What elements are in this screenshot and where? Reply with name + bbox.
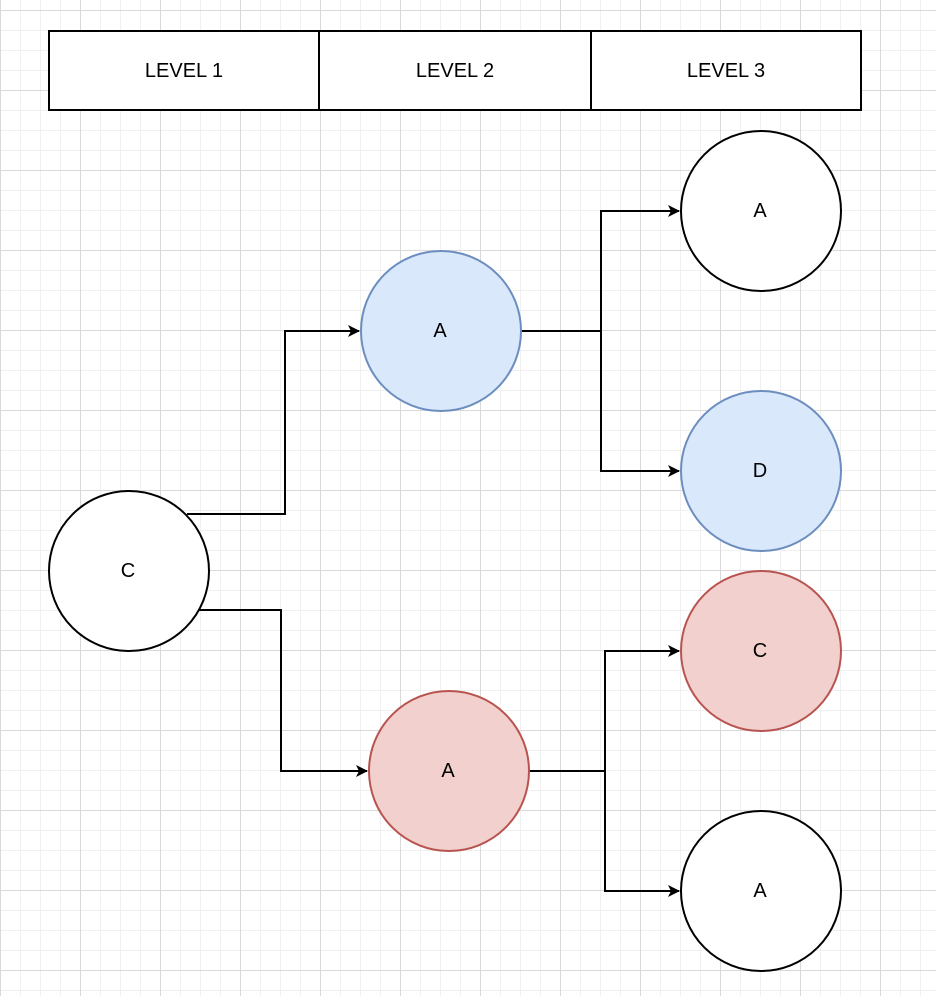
- node-l3-3-label: C: [753, 640, 767, 662]
- node-l3-4-outline: [680, 810, 842, 972]
- node-l3-2-outline: [680, 390, 842, 552]
- level-2-cell: [318, 30, 592, 111]
- level-1-cell: [48, 30, 320, 111]
- node-l3-4[interactable]: A: [680, 810, 842, 972]
- edge-root-to-l2-bottom: [199, 609, 368, 777]
- node-l3-4-label: A: [753, 880, 767, 902]
- node-l2-bottom[interactable]: A: [368, 690, 530, 852]
- node-l3-4-circle: [681, 811, 841, 971]
- level-2-label: LEVEL 2: [416, 60, 494, 82]
- edge-l2-bottom-to-l3-3: [529, 645, 680, 772]
- level-3-cell: [590, 30, 862, 111]
- node-root-outline: [48, 490, 210, 652]
- node-l2-bottom-circle: [369, 691, 529, 851]
- node-root[interactable]: C: [48, 490, 210, 652]
- node-l3-1-label: A: [753, 200, 767, 222]
- node-l3-3-outline: [680, 570, 842, 732]
- node-l2-top-circle: [361, 251, 521, 411]
- level-1-label: LEVEL 1: [145, 60, 223, 82]
- node-l3-1[interactable]: A: [680, 130, 842, 292]
- node-l3-2[interactable]: D: [680, 390, 842, 552]
- node-l3-1-outline: [680, 130, 842, 292]
- node-l2-top-outline: [360, 250, 522, 412]
- node-root-label: C: [121, 560, 135, 582]
- node-l3-2-circle: [681, 391, 841, 551]
- node-l3-2-label: D: [753, 460, 767, 482]
- level-header: LEVEL 1 LEVEL 2 LEVEL 3: [48, 30, 862, 111]
- level-3-label: LEVEL 3: [687, 60, 765, 82]
- node-l2-bottom-label: A: [441, 760, 455, 782]
- node-root-circle: [49, 491, 209, 651]
- connectors: [187, 205, 680, 897]
- node-l2-top[interactable]: A: [360, 250, 522, 412]
- node-l2-bottom-outline: [368, 690, 530, 852]
- edge-root-to-l2-top: [187, 325, 360, 515]
- node-l2-top-label: A: [433, 320, 447, 342]
- node-l3-3-circle: [681, 571, 841, 731]
- node-l3-3[interactable]: C: [680, 570, 842, 732]
- edge-l2-top-to-l3-2: [521, 330, 680, 477]
- node-l3-1-circle: [681, 131, 841, 291]
- edge-l2-top-to-l3-1: [521, 205, 680, 332]
- edge-l2-bottom-to-l3-4: [529, 770, 680, 897]
